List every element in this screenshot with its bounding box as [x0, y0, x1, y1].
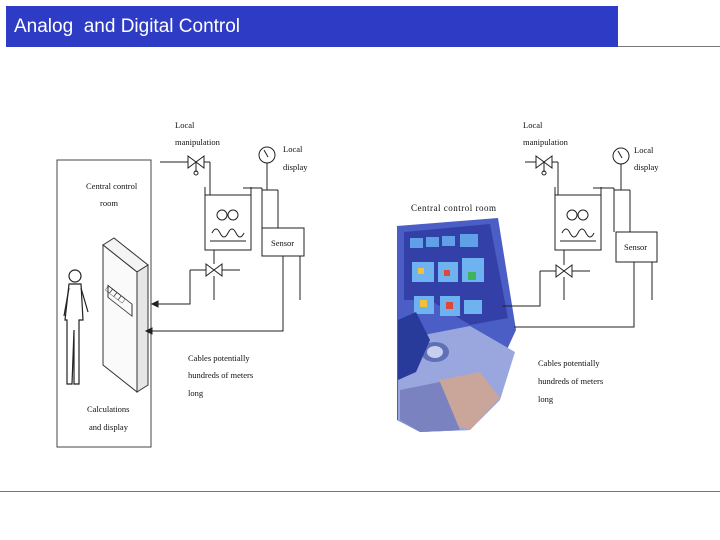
left-analog-diagram: Central control room □□□□ Calculations a… [56, 120, 308, 448]
cables-label-2: hundreds of meters [188, 370, 253, 380]
bottom-divider [0, 491, 720, 492]
r-local-manip-label-1: Local [523, 120, 543, 130]
r-cables-label-1: Cables potentially [538, 358, 600, 368]
calculations-label-1: Calculations [87, 404, 130, 414]
r-manual-valve-icon [525, 155, 559, 195]
slide-title: Analog and Digital Control [14, 16, 241, 37]
r-control-valve-icon [540, 250, 590, 300]
operator-figure [63, 269, 89, 385]
top-divider [618, 46, 720, 47]
central-room-label-2: room [100, 198, 118, 208]
control-room-clipart [397, 218, 516, 432]
title-bar: Analog and Digital Control [6, 6, 618, 47]
cables-label-3: long [188, 388, 204, 398]
r-sensor-box [615, 231, 658, 263]
r-process-tank [554, 187, 630, 251]
manual-valve-icon [160, 155, 211, 195]
r-cables-label-3: long [538, 394, 554, 404]
sensor-label: Sensor [271, 238, 294, 248]
central-control-room-box [56, 159, 152, 448]
right-digital-diagram: Central control room [397, 120, 659, 432]
central-room-label-1: Central control [86, 181, 138, 191]
local-display-label-2: display [283, 162, 308, 172]
control-panel-cabinet: □□□□ [102, 237, 149, 394]
cables-label-1: Cables potentially [188, 353, 250, 363]
local-manip-label-2: manipulation [175, 137, 221, 147]
control-room-caption: Central control room [411, 203, 496, 213]
r-local-display-label-1: Local [634, 145, 654, 155]
r-pressure-gauge-icon [612, 147, 630, 190]
local-manip-label-1: Local [175, 120, 195, 130]
r-cables-label-2: hundreds of meters [538, 376, 603, 386]
calculations-label-2: and display [89, 422, 129, 432]
process-tank [204, 187, 278, 251]
signal-cables [144, 256, 301, 335]
r-local-display-label-2: display [634, 162, 659, 172]
r-sensor-label: Sensor [624, 242, 647, 252]
control-valve-icon [190, 250, 240, 300]
pressure-gauge-icon [258, 146, 276, 190]
local-display-label-1: Local [283, 144, 303, 154]
r-local-manip-label-2: manipulation [523, 137, 569, 147]
r-signal-cables [502, 262, 653, 328]
